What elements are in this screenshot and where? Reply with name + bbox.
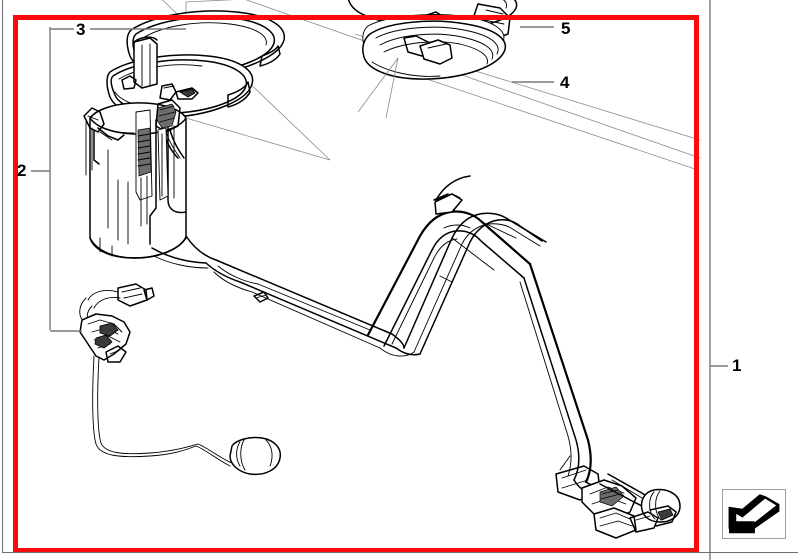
part-4-lock-ring-lower [357, 14, 507, 119]
callout-label-2[interactable]: 2 [17, 161, 27, 180]
callout-label-1[interactable]: 1 [732, 356, 742, 375]
part-2-fuel-delivery-unit [83, 36, 254, 269]
part-2-fuel-level-sensor [79, 283, 282, 476]
direction-of-travel-icon-box[interactable] [722, 489, 786, 539]
arrow-block-icon [728, 494, 780, 534]
callout-leader-lines [31, 0, 728, 560]
part-1-fuel-tank-assembly [185, 117, 681, 539]
callout-label-4[interactable]: 4 [560, 73, 570, 92]
callout-label-5[interactable]: 5 [561, 19, 571, 38]
callout-label-3[interactable]: 3 [76, 20, 86, 39]
